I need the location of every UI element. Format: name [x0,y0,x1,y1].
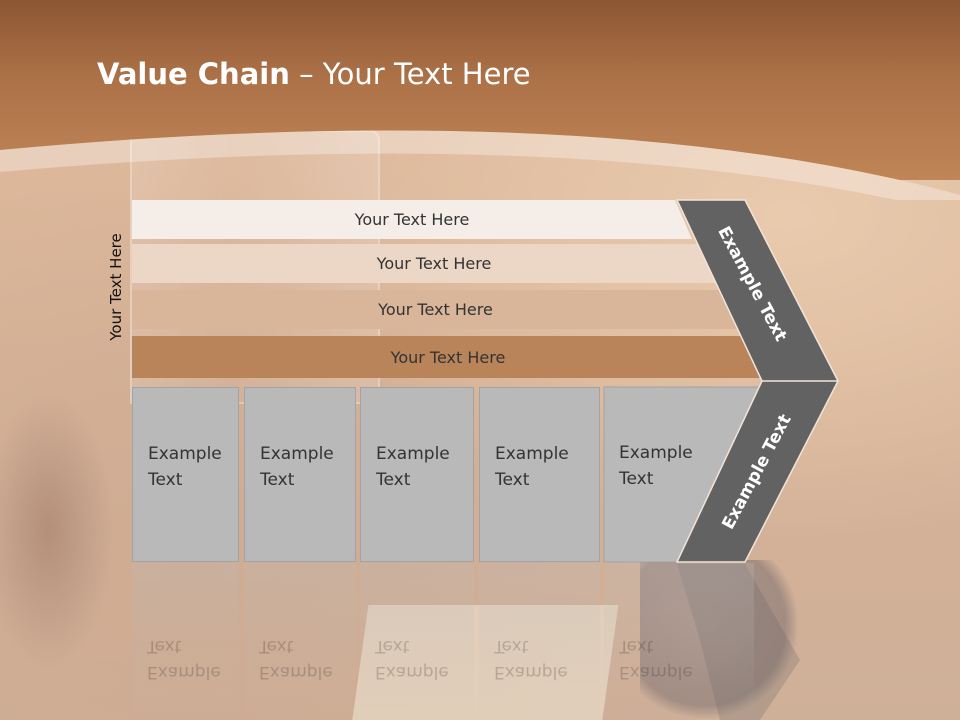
box-4-line-2: Text [495,470,530,490]
chevron-reflection [677,564,800,720]
box-1[interactable]: Example Text [132,387,239,562]
reflection-box-4-line-1: Example [494,662,568,682]
box-5[interactable]: Example Text [604,387,754,562]
bar-2[interactable]: Your Text Here [132,244,736,283]
title-rest: – Your Text Here [289,57,531,91]
bar-4[interactable]: Your Text Here [132,336,764,378]
slide-title[interactable]: Value Chain – Your Text Here [97,56,531,92]
bar-1-label: Your Text Here [354,210,470,229]
bar-4-label: Your Text Here [390,347,506,367]
reflection-box-3-line-1: Example [375,662,449,682]
box-4[interactable]: Example Text [479,387,600,562]
reflection-box-1-line-2: Text [147,636,182,656]
reflection-box-4: Example Text [479,563,600,720]
box-2[interactable]: Example Text [244,387,356,562]
reflection-box-1-line-1: Example [147,662,221,682]
box-1-line-2: Text [148,470,183,490]
box-2-line-2: Text [260,470,295,490]
background-leaf [0,380,120,680]
background-grapes [640,560,800,720]
box-4-line-1: Example [495,444,569,464]
boxes-reflection: Example Text Example Text Example Text Exam… [0,563,960,720]
reflection-box-5-line-2: Text [619,636,654,656]
bar-2-label: Your Text Here [376,254,492,273]
reflection-box-5-line-1: Example [619,662,693,682]
bar-3-label: Your Text Here [378,300,493,319]
box-3-line-1: Example [376,444,450,464]
reflection-box-5: Example Text [604,563,754,720]
reflection-box-2-line-2: Text [259,636,294,656]
reflection-box-3: Example Text [360,563,474,720]
bar-3[interactable]: Your Text Here [132,290,739,329]
reflection-box-2-line-1: Example [259,662,333,682]
reflection-box-1: Example Text [132,563,239,720]
reflection-box-2: Example Text [244,563,356,720]
box-3-line-2: Text [376,470,411,490]
reflection-inner: Example Text Example Text Example Text Exam… [0,563,960,720]
bar-1[interactable]: Your Text Here [132,200,692,239]
box-3[interactable]: Example Text [360,387,474,562]
reflection-box-4-line-2: Text [494,636,529,656]
box-5-line-2: Text [619,469,654,489]
box-2-line-1: Example [260,444,334,464]
reflection-box-3-line-2: Text [375,636,410,656]
title-bold: Value Chain [97,57,290,91]
box-1-line-1: Example [148,444,222,464]
box-5-line-1: Example [619,443,693,463]
